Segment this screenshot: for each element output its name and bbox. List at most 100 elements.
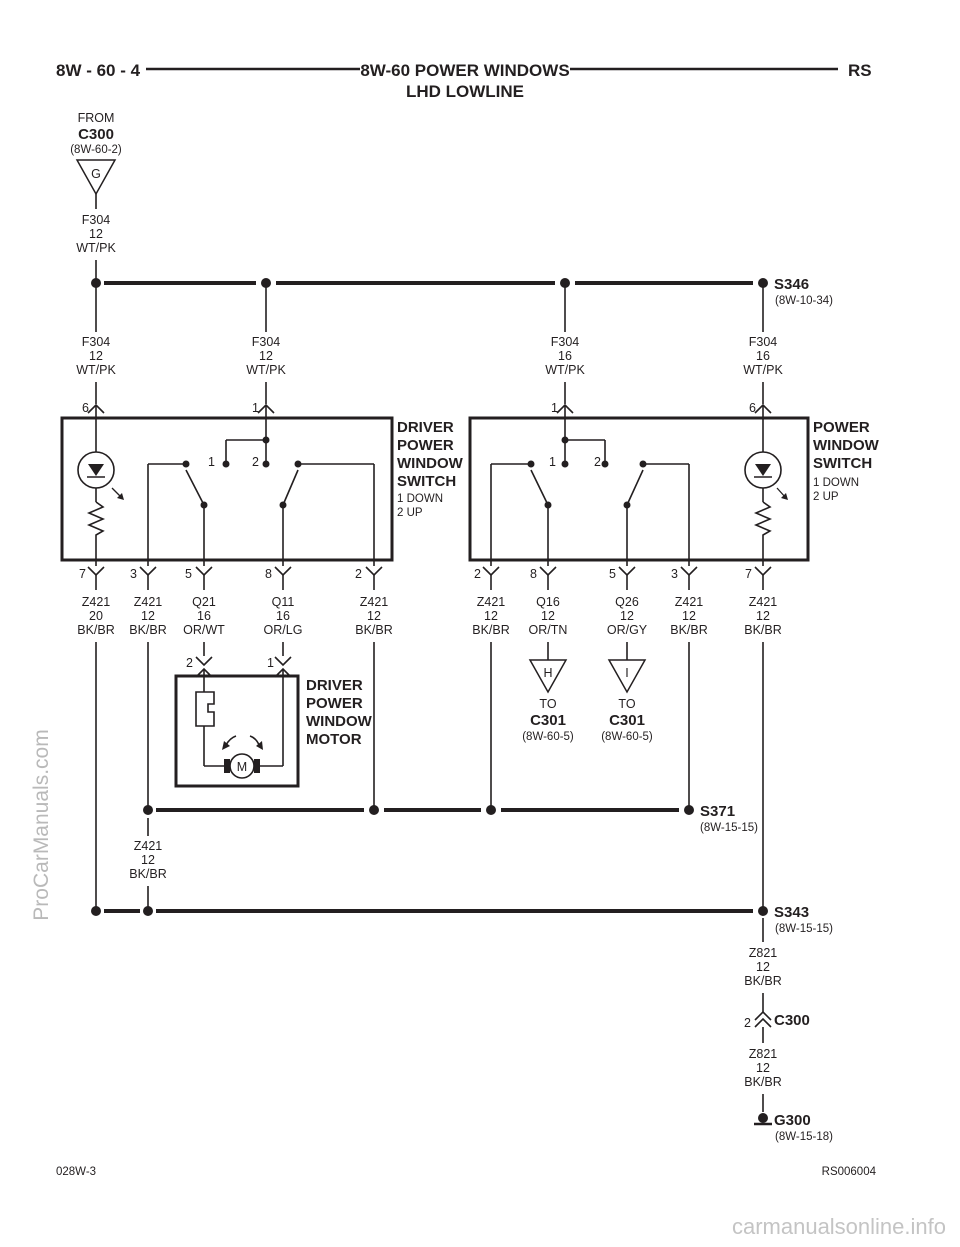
svg-text:C300: C300 [78,126,114,143]
ground-path: Z821 12 BK/BR 2 C300 Z821 12 BK/BR G300 … [744,918,833,1143]
svg-text:Z421: Z421 [134,839,163,853]
svg-text:BK/BR: BK/BR [355,623,393,637]
footer-left: 028W-3 [56,1166,96,1178]
svg-text:G: G [91,167,101,181]
wire-z421-mid: Z421 12 BK/BR [129,818,167,911]
svg-text:2: 2 [594,455,601,469]
svg-text:1: 1 [551,401,558,415]
svg-text:BK/BR: BK/BR [472,623,510,637]
svg-text:8: 8 [265,567,272,581]
svg-text:Z421: Z421 [82,595,111,609]
resistor-icon [86,501,106,566]
svg-text:6: 6 [82,401,89,415]
svg-text:(8W-15-15): (8W-15-15) [775,923,833,935]
svg-text:Q16: Q16 [536,595,560,609]
svg-text:1 DOWN: 1 DOWN [397,493,443,505]
svg-text:WT/PK: WT/PK [76,241,116,255]
page-title: 8W-60 POWER WINDOWS [360,61,569,80]
svg-text:6: 6 [749,401,756,415]
side-watermark: ProCarManuals.com [30,729,53,920]
svg-text:F304: F304 [82,335,111,349]
svg-text:1: 1 [208,455,215,469]
splice-s343: S343 (8W-15-15) [91,904,833,935]
svg-text:Z821: Z821 [749,946,778,960]
pin-triangle-icon [75,159,117,196]
svg-text:7: 7 [745,567,752,581]
svg-text:TO: TO [618,697,635,711]
svg-text:OR/WT: OR/WT [183,623,225,637]
svg-text:POWER: POWER [397,437,454,454]
svg-text:BK/BR: BK/BR [744,623,782,637]
circuit-breaker-icon [195,691,215,727]
svg-text:WT/PK: WT/PK [545,363,585,377]
svg-text:DRIVER: DRIVER [306,677,363,694]
svg-text:1: 1 [252,401,259,415]
page-subtitle: LHD LOWLINE [406,82,524,101]
page-header: 8W - 60 - 4 8W-60 POWER WINDOWS RS LHD L… [56,61,872,101]
svg-text:2: 2 [186,656,193,670]
svg-text:2: 2 [474,567,481,581]
svg-text:12: 12 [484,609,498,623]
pin-triangle-icon [607,659,647,694]
svg-text:BK/BR: BK/BR [670,623,708,637]
svg-text:WINDOW: WINDOW [397,455,464,472]
svg-text:12: 12 [89,349,103,363]
svg-text:BK/BR: BK/BR [129,623,167,637]
svg-text:Z421: Z421 [675,595,704,609]
svg-text:Z821: Z821 [749,1047,778,1061]
svg-text:(8W-15-18): (8W-15-18) [775,1131,833,1143]
svg-text:Z421: Z421 [477,595,506,609]
svg-text:16: 16 [197,609,211,623]
svg-text:16: 16 [756,349,770,363]
svg-text:7: 7 [79,567,86,581]
section-code: RS [848,61,872,80]
svg-text:SWITCH: SWITCH [813,455,872,472]
svg-text:OR/GY: OR/GY [607,623,648,637]
svg-text:16: 16 [276,609,290,623]
svg-text:WT/PK: WT/PK [246,363,286,377]
svg-text:TO: TO [539,697,556,711]
pin-triangle-icon [528,659,568,694]
svg-text:G300: G300 [774,1112,811,1129]
svg-text:C301: C301 [609,712,645,729]
svg-text:M: M [237,760,247,774]
svg-text:I: I [625,666,628,680]
svg-text:F304: F304 [82,213,111,227]
svg-text:12: 12 [89,227,103,241]
svg-text:(8W-60-5): (8W-60-5) [601,731,653,743]
splice-s346: S346 (8W-10-34) [91,276,833,307]
svg-text:2 UP: 2 UP [397,507,423,519]
svg-text:(8W-15-15): (8W-15-15) [700,822,758,834]
svg-text:12: 12 [367,609,381,623]
splice-s346-label: S346 [774,276,809,293]
svg-text:BK/BR: BK/BR [744,974,782,988]
svg-text:C301: C301 [530,712,566,729]
motor-icon [229,753,255,779]
svg-text:H: H [543,666,552,680]
svg-text:12: 12 [682,609,696,623]
page-number: 8W - 60 - 4 [56,61,141,80]
svg-text:2: 2 [355,567,362,581]
footer-right: RS006004 [822,1166,877,1178]
resistor-icon [753,501,773,566]
svg-text:S371: S371 [700,803,735,820]
svg-text:F304: F304 [252,335,281,349]
svg-text:BK/BR: BK/BR [77,623,115,637]
svg-text:12: 12 [756,1061,770,1075]
svg-text:12: 12 [756,609,770,623]
svg-text:WINDOW: WINDOW [306,713,373,730]
svg-text:1: 1 [549,455,556,469]
svg-text:F304: F304 [749,335,778,349]
svg-text:(8W-60-5): (8W-60-5) [522,731,574,743]
bottom-connectors: 7 3 5 8 2 2 8 5 3 7 [79,566,772,590]
svg-text:20: 20 [89,609,103,623]
svg-text:C300: C300 [774,1012,810,1029]
svg-text:BK/BR: BK/BR [129,867,167,881]
splice-s371: S371 (8W-15-15) [143,803,758,834]
svg-text:F304: F304 [551,335,580,349]
svg-text:Q21: Q21 [192,595,216,609]
bottom-watermark: carmanualsonline.info [732,1214,946,1239]
svg-text:1 DOWN: 1 DOWN [813,477,859,489]
svg-text:Q11: Q11 [272,595,295,609]
